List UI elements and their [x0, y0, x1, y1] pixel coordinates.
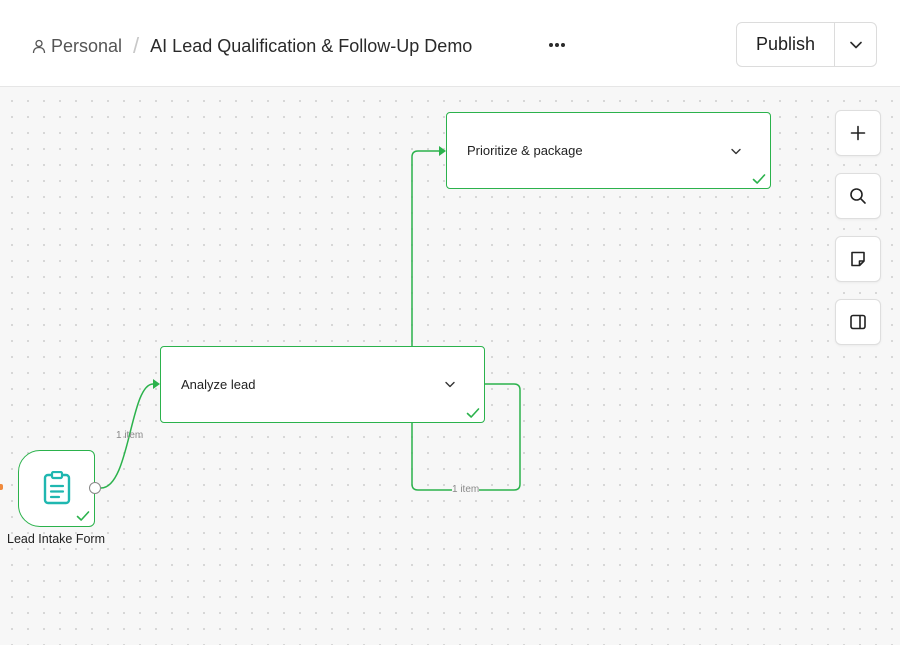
node-expand-button[interactable]	[729, 144, 743, 158]
clipboard-icon	[43, 471, 71, 505]
user-icon	[32, 39, 46, 53]
node-analyze-lead[interactable]: Analyze lead	[160, 346, 485, 423]
check-icon	[466, 408, 480, 418]
workflow-title[interactable]: AI Lead Qualification & Follow-Up Demo	[150, 35, 473, 56]
publish-dropdown-button[interactable]	[835, 23, 876, 66]
breadcrumb: Personal / AI Lead Qualification & Follo…	[32, 32, 472, 60]
chevron-down-icon	[731, 148, 741, 154]
chevron-down-icon	[849, 41, 862, 48]
edge-label-trigger-analyze: 1 item	[116, 430, 144, 441]
toggle-panel-button[interactable]	[835, 299, 881, 345]
edge-label-analyze-prioritize: 1 item	[452, 484, 480, 495]
node-title: Prioritize & package	[467, 143, 583, 158]
app-header: Personal / AI Lead Qualification & Follo…	[0, 0, 900, 87]
publish-button[interactable]: Publish	[737, 23, 835, 66]
node-prioritize-package[interactable]: Prioritize & package	[446, 112, 771, 189]
more-horizontal-icon	[549, 43, 565, 47]
breadcrumb-separator: /	[133, 33, 140, 58]
check-icon	[752, 174, 766, 184]
workspace-label: Personal	[51, 35, 123, 56]
node-expand-button[interactable]	[443, 377, 457, 391]
add-sticky-note-button[interactable]	[835, 236, 881, 282]
node-title: Analyze lead	[181, 377, 256, 392]
chevron-down-icon	[445, 381, 455, 387]
more-options-button[interactable]	[544, 34, 570, 56]
search-nodes-button[interactable]	[835, 173, 881, 219]
plus-icon	[850, 125, 866, 141]
publish-group: Publish	[736, 22, 877, 67]
sticky-note-icon	[851, 251, 865, 267]
sidebar-panel-icon	[850, 314, 866, 330]
input-connector	[0, 484, 3, 490]
breadcrumb-workspace[interactable]: Personal	[32, 36, 122, 57]
search-icon	[850, 188, 866, 204]
node-lead-intake-form[interactable]	[18, 450, 95, 527]
check-icon	[76, 511, 90, 521]
add-node-button[interactable]	[835, 110, 881, 156]
output-handle[interactable]	[89, 482, 101, 494]
node-label: Lead Intake Form	[7, 532, 105, 546]
